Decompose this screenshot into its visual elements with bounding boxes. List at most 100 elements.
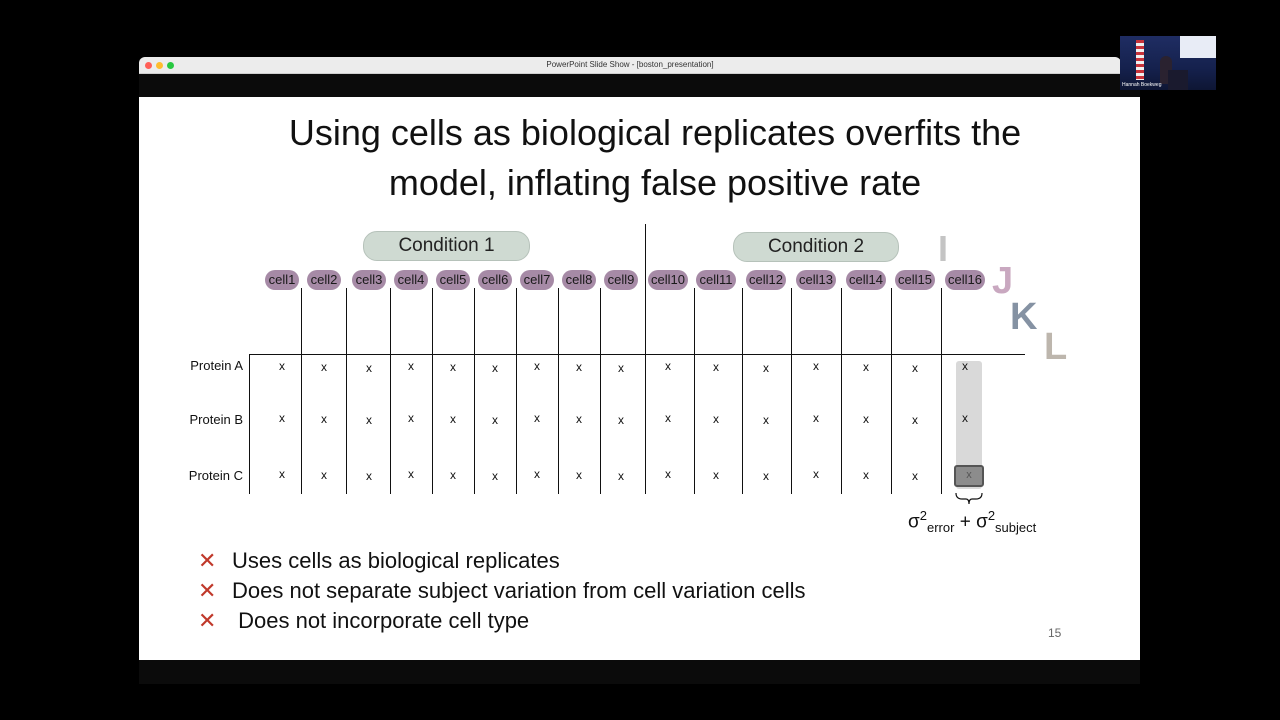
- condition-divider: [645, 224, 646, 494]
- measurement-mark: x: [450, 360, 456, 374]
- column-divider: [891, 288, 892, 494]
- column-divider: [301, 288, 302, 494]
- measurement-mark: x: [763, 361, 769, 375]
- condition-2-label: Condition 2: [733, 232, 899, 262]
- measurement-mark: x: [665, 359, 671, 373]
- x-mark-icon: ✕: [198, 548, 217, 573]
- protein-label-b: Protein B: [189, 412, 243, 427]
- measurement-mark: x: [763, 413, 769, 427]
- measurement-mark: x: [534, 467, 540, 481]
- measurement-mark: x: [408, 467, 414, 481]
- letter-k: K: [1010, 296, 1038, 338]
- measurement-mark: x: [618, 413, 624, 427]
- measurement-mark: x: [534, 359, 540, 373]
- measurement-mark: x: [713, 360, 719, 374]
- window-title-bar: PowerPoint Slide Show - [boston_presenta…: [139, 57, 1121, 74]
- measurement-mark: x: [321, 360, 327, 374]
- cell-label-2: cell2: [307, 270, 341, 290]
- column-divider: [600, 288, 601, 494]
- cell-label-1: cell1: [265, 270, 299, 290]
- measurement-mark: x: [366, 469, 372, 483]
- bullet-item: ✕ Does not separate subject variation fro…: [198, 578, 806, 604]
- measurement-mark: x: [408, 359, 414, 373]
- minimize-window-button[interactable]: [156, 62, 163, 69]
- bullet-text: Uses cells as biological replicates: [232, 548, 560, 573]
- cell-label-5: cell5: [436, 270, 470, 290]
- measurement-mark: x: [279, 411, 285, 425]
- webcam-thumbnail[interactable]: Hannah Boekweg: [1120, 36, 1216, 90]
- window-title: PowerPoint Slide Show - [boston_presenta…: [546, 60, 714, 69]
- column-divider: [791, 288, 792, 494]
- protein-label-c: Protein C: [188, 468, 243, 483]
- cell-label-11: cell11: [696, 270, 736, 290]
- measurement-mark: x: [450, 468, 456, 482]
- measurement-mark: x: [962, 411, 968, 425]
- letter-j: J: [992, 260, 1014, 302]
- measurement-mark: x: [279, 359, 285, 373]
- flag-icon: [1136, 40, 1144, 80]
- measurement-mark: x: [665, 411, 671, 425]
- measurement-mark: x: [912, 469, 918, 483]
- bullet-item: ✕ Uses cells as biological replicates: [198, 548, 560, 574]
- measurement-mark: x: [279, 467, 285, 481]
- column-divider: [694, 288, 695, 494]
- measurement-mark: x: [408, 411, 414, 425]
- column-divider: [432, 288, 433, 494]
- speaker-name: Hannah Boekweg: [1122, 82, 1162, 88]
- measurement-mark: x: [863, 360, 869, 374]
- measurement-mark: x: [863, 468, 869, 482]
- measurement-mark: x: [321, 412, 327, 426]
- podium: [1168, 70, 1188, 90]
- measurement-mark: x: [813, 359, 819, 373]
- highlighted-measurement: x: [954, 465, 984, 487]
- cell-label-7: cell7: [520, 270, 554, 290]
- projection-screen: [1180, 36, 1216, 58]
- measurement-mark: x: [576, 360, 582, 374]
- brace-icon: [955, 492, 983, 505]
- measurement-mark: x: [713, 412, 719, 426]
- slide-title-line-2: model, inflating false positive rate: [388, 162, 922, 203]
- header-separator-line: [249, 354, 1025, 355]
- condition-1-label: Condition 1: [363, 231, 530, 261]
- cell-label-3: cell3: [352, 270, 386, 290]
- row-axis-line: [249, 354, 250, 494]
- x-mark-icon: ✕: [198, 578, 217, 603]
- x-mark-icon: ✕: [198, 608, 217, 633]
- measurement-mark: x: [366, 361, 372, 375]
- slide-title: Using cells as biological replicates ove…: [190, 108, 1120, 208]
- measurement-mark: x: [863, 412, 869, 426]
- measurement-mark: x: [962, 359, 968, 373]
- measurement-mark: x: [576, 412, 582, 426]
- bullet-text: Does not separate subject variation from…: [232, 578, 806, 603]
- column-divider: [474, 288, 475, 494]
- cell-label-9: cell9: [604, 270, 638, 290]
- bullet-text: Does not incorporate cell type: [232, 608, 530, 633]
- measurement-mark: x: [813, 411, 819, 425]
- cell-label-4: cell4: [394, 270, 428, 290]
- measurement-mark: x: [576, 468, 582, 482]
- measurement-mark: x: [912, 413, 918, 427]
- measurement-mark: x: [618, 469, 624, 483]
- cell-label-13: cell13: [796, 270, 836, 290]
- measurement-mark: x: [618, 361, 624, 375]
- measurement-mark: x: [492, 361, 498, 375]
- cell-label-6: cell6: [478, 270, 512, 290]
- column-divider: [841, 288, 842, 494]
- cell-label-10: cell10: [648, 270, 688, 290]
- measurement-mark: x: [763, 469, 769, 483]
- measurement-mark: x: [813, 467, 819, 481]
- column-divider: [516, 288, 517, 494]
- slide-number: 15: [1048, 626, 1062, 640]
- letter-l: L: [1044, 326, 1068, 368]
- maximize-window-button[interactable]: [167, 62, 174, 69]
- cell-label-12: cell12: [746, 270, 786, 290]
- column-divider: [346, 288, 347, 494]
- column-divider: [390, 288, 391, 494]
- column-divider: [941, 288, 942, 494]
- measurement-mark: x: [492, 469, 498, 483]
- close-window-button[interactable]: [145, 62, 152, 69]
- column-divider: [742, 288, 743, 494]
- cell-label-14: cell14: [846, 270, 886, 290]
- slide-title-line-1: Using cells as biological replicates ove…: [288, 112, 1022, 153]
- measurement-mark: x: [534, 411, 540, 425]
